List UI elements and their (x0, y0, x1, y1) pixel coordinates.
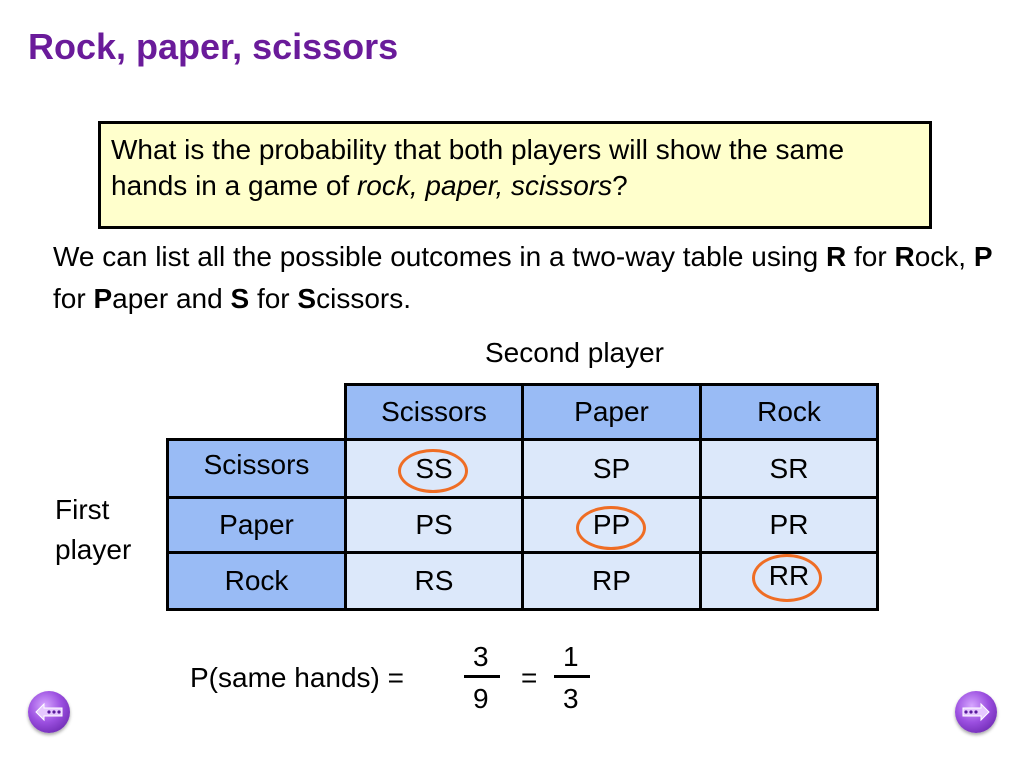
intro-ock: ock, (914, 241, 974, 272)
intro-for: for (846, 241, 895, 272)
back-arrow-icon (35, 702, 63, 722)
row-header-rock: Rock (166, 551, 347, 611)
cell-rr: RR (699, 551, 879, 611)
col-header-paper: Paper (521, 383, 702, 441)
fraction1-bar (464, 675, 500, 678)
intro-S-bold: S (297, 283, 317, 314)
cell-pp: PP (521, 496, 702, 554)
question-italic: rock, paper, scissors (356, 170, 613, 201)
fraction2-numerator: 1 (563, 641, 579, 672)
formula-equals: = (521, 662, 538, 693)
cell-ss: SS (344, 438, 524, 499)
intro-text: We can list all the possible outcomes in… (53, 236, 1013, 320)
slide-title: Rock, paper, scissors (28, 26, 399, 67)
back-button[interactable] (28, 691, 70, 733)
row-header-scissors: Scissors (166, 438, 347, 499)
cell-pr: PR (699, 496, 879, 554)
second-player-label: Second player (485, 337, 665, 368)
row-header-paper: Paper (166, 496, 347, 554)
fraction1-numerator: 3 (473, 641, 489, 672)
first-player-label: First player (55, 490, 131, 570)
intro-P: P (973, 241, 993, 272)
intro-for: for (53, 283, 94, 314)
col-header-scissors: Scissors (344, 383, 524, 441)
col-header-rock: Rock (699, 383, 879, 441)
first-player-line1: First (55, 494, 110, 525)
cell-sr: SR (699, 438, 879, 499)
intro-line: We can list all the possible outcomes in… (53, 241, 826, 272)
cell-rp: RP (521, 551, 702, 611)
intro-for: for (249, 283, 298, 314)
question-box: What is the probability that both player… (98, 121, 932, 229)
intro-P-bold: P (93, 283, 113, 314)
intro-R: R (825, 241, 847, 272)
cell-ps: PS (344, 496, 524, 554)
cell-rs: RS (344, 551, 524, 611)
formula-lhs: P(same hands) = (190, 662, 404, 693)
forward-arrow-icon (962, 702, 990, 722)
intro-cissors: cissors. (316, 283, 411, 314)
first-player-line2: player (55, 534, 132, 565)
fraction1-denominator: 9 (473, 683, 489, 714)
forward-button[interactable] (955, 691, 997, 733)
intro-R-bold: R (894, 241, 915, 272)
intro-S: S (230, 283, 250, 314)
fraction2-bar (554, 675, 590, 678)
fraction2-denominator: 3 (563, 683, 579, 714)
question-text: What is the probability that both player… (111, 134, 845, 201)
question-end: ? (612, 170, 628, 201)
cell-sp: SP (521, 438, 702, 499)
intro-aper: aper and (112, 283, 231, 314)
